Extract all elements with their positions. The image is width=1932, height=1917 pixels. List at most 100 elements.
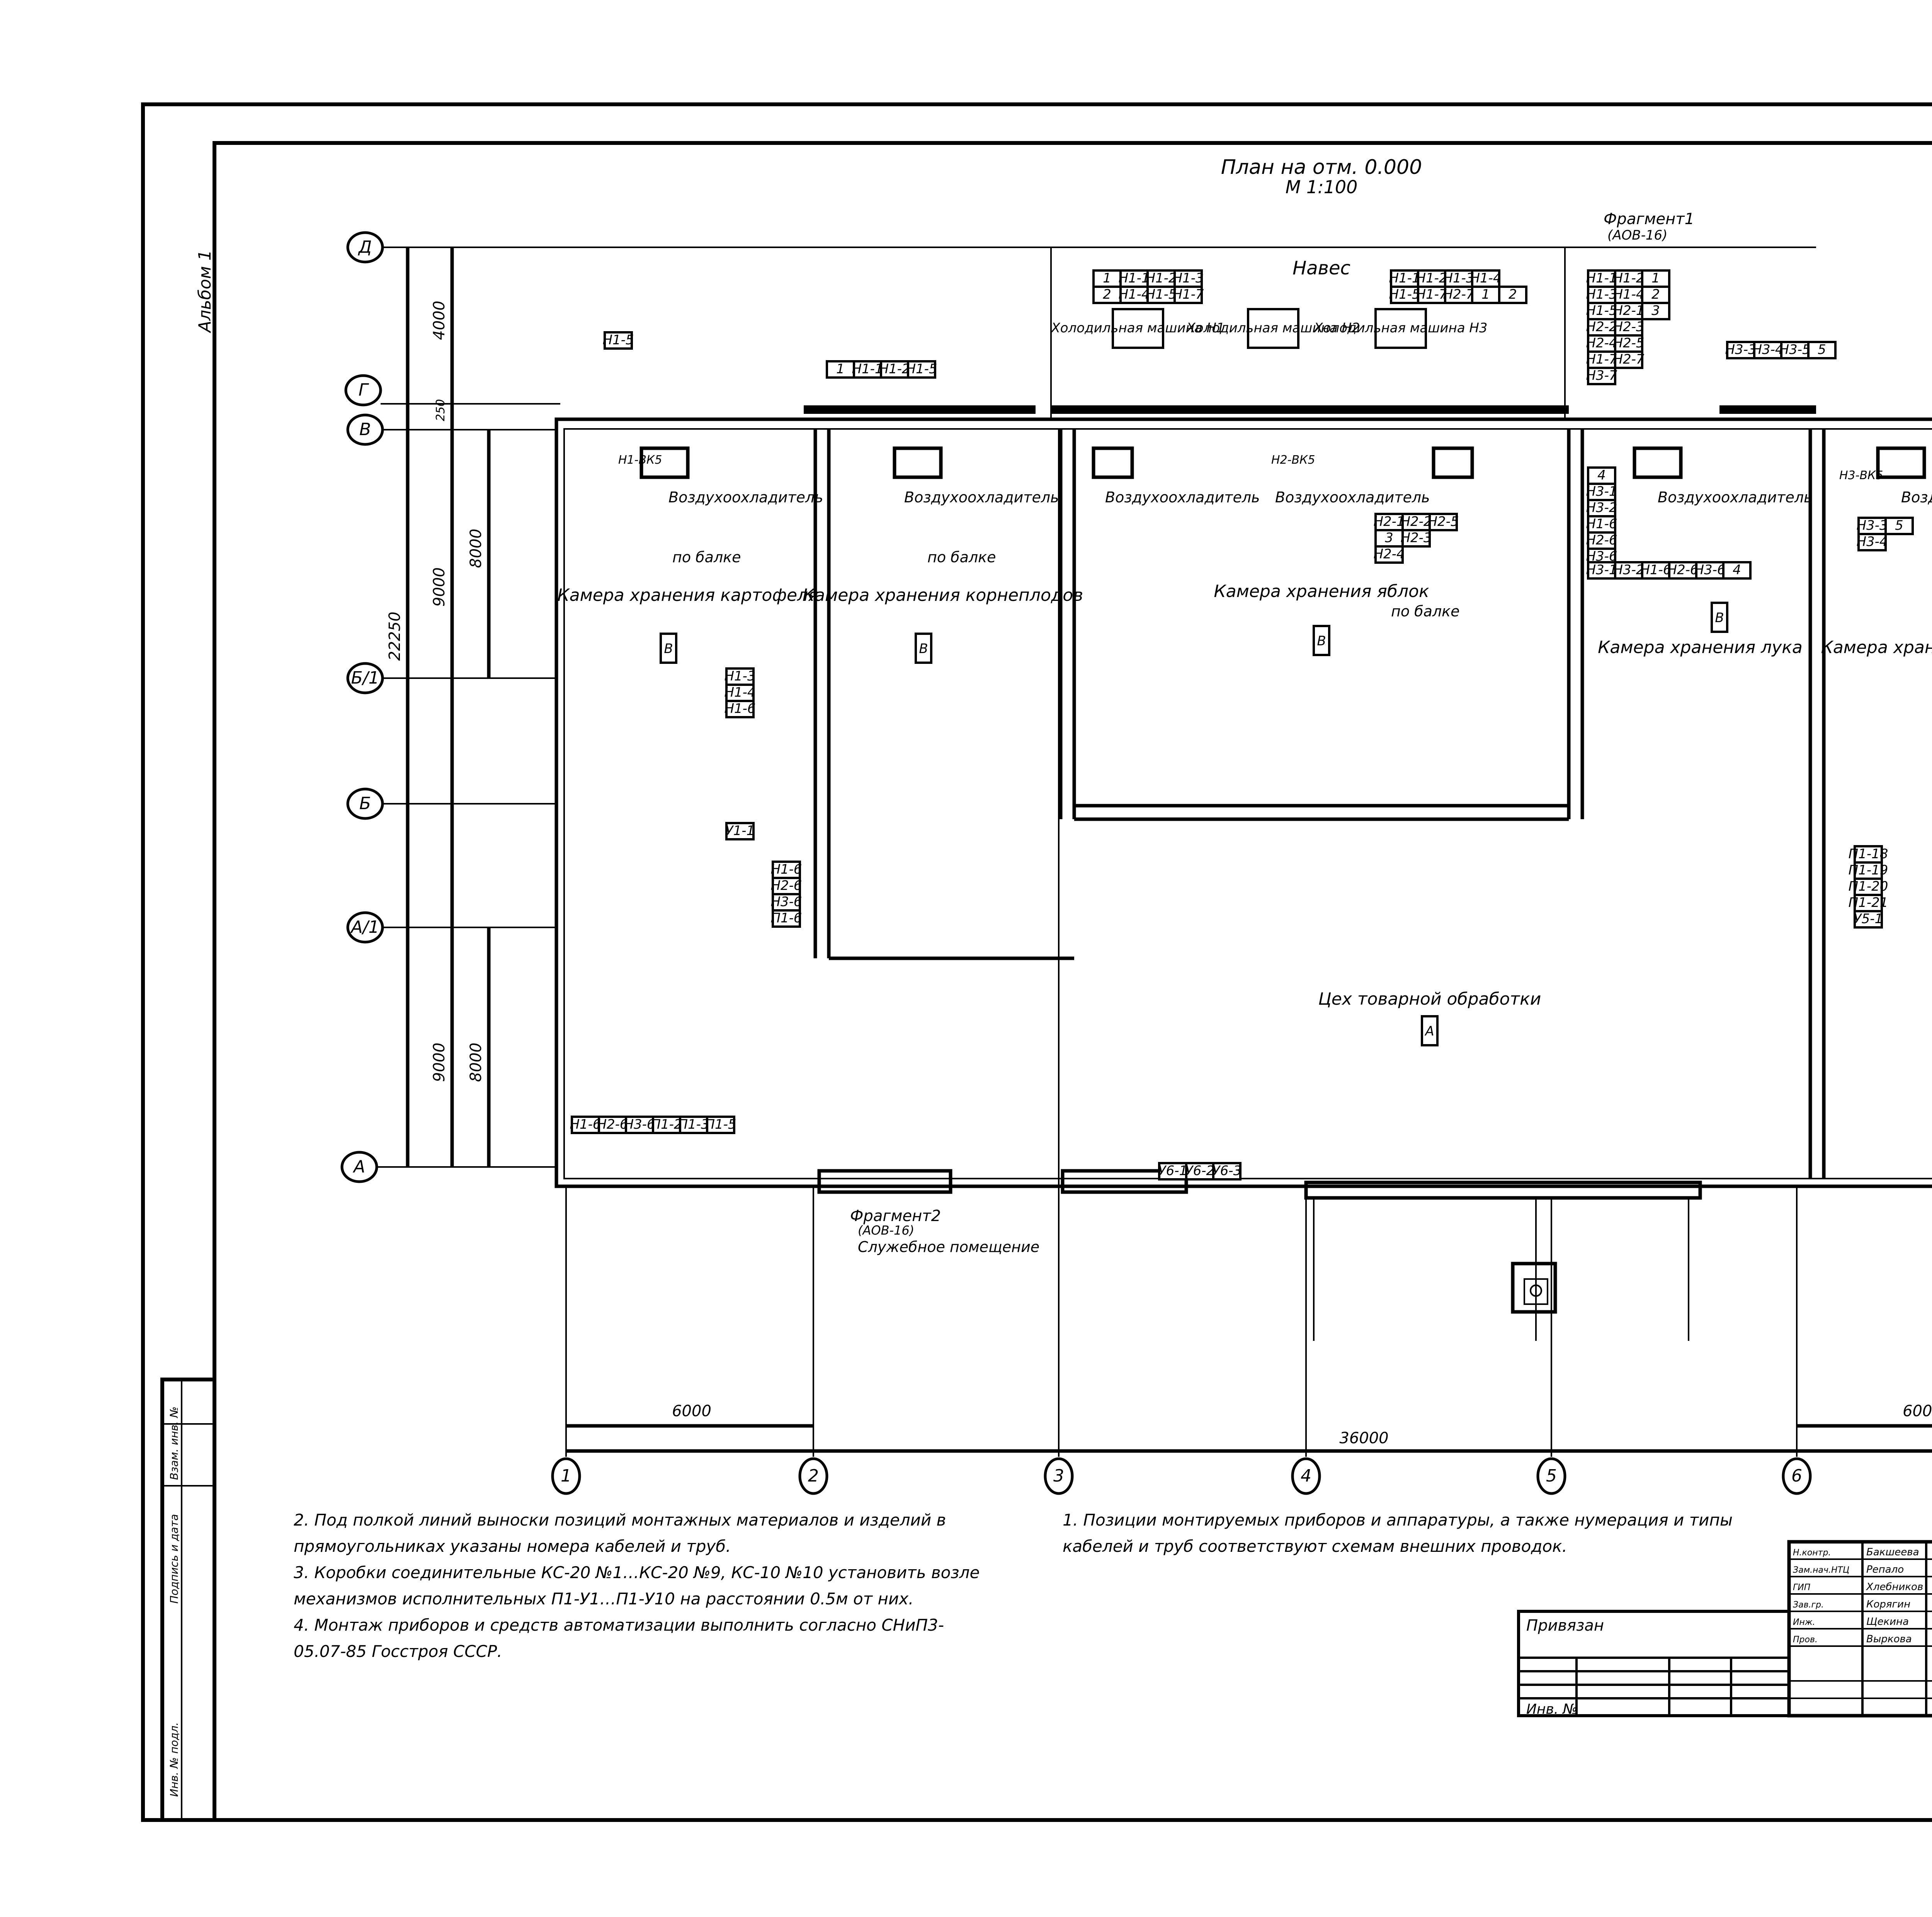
svg-text:5: 5 [1818,342,1826,357]
svg-text:3: 3 [1385,530,1393,546]
svg-text:Н1-6: Н1-6 [724,701,755,716]
fragment-labels: Фрагмент1 (АОВ-16) Фрагмент2 (АОВ-16) Сл… [850,210,1694,1255]
svg-text:по балке: по балке [672,549,741,566]
cable-tag: Н3-3 [1725,341,1757,359]
svg-text:2: 2 [1509,287,1517,302]
svg-text:2: 2 [1103,287,1111,302]
svg-text:Воздухоохладитель: Воздухоохладитель [1658,489,1813,506]
cable-tag: Н2-5 [1427,513,1459,531]
svg-text:Н1-2: Н1-2 [1613,270,1644,286]
svg-text:А: А [1424,1024,1434,1039]
svg-text:(АОВ-16): (АОВ-16) [1607,228,1667,243]
svg-text:В: В [1715,610,1724,626]
svg-text:В: В [359,420,371,439]
cable-tag: Н3-6 [770,893,802,912]
signature-name: Репало [1866,1564,1904,1575]
cable-tag: 3 [1641,302,1670,320]
svg-text:В: В [919,641,928,657]
axis-col-2: 2 [798,1186,828,1495]
svg-text:Н1-5: Н1-5 [906,361,937,377]
signature-name: Выркова [1866,1633,1912,1645]
svg-text:Н1-6: Н1-6 [570,1117,601,1132]
cable-tag: Н3-2 [1586,499,1617,517]
svg-text:Н1-4: Н1-4 [724,685,755,700]
cable-tag: П1-2 [651,1116,682,1134]
svg-text:1: 1 [561,1466,571,1486]
svg-text:Н2-6: Н2-6 [1586,532,1617,548]
svg-text:П1-18: П1-18 [1849,846,1888,862]
air-cooler-unit [893,446,943,479]
notes-left: 2. Под полкой линий выноски позиций монт… [294,1510,980,1661]
svg-text:5: 5 [1546,1466,1557,1486]
building-plan [554,247,1932,1341]
svg-text:Н1-1: Н1-1 [1586,270,1617,286]
svg-text:1: 1 [1651,270,1660,286]
cable-tag: Н3-1 [1586,561,1617,580]
svg-text:1: 1 [1103,270,1111,286]
notes-right: 1. Позиции монтируемых приборов и аппара… [1063,1510,1733,1556]
note-3: 3. Коробки соединительные КС-20 №1…КС-20… [294,1563,980,1608]
svg-text:Холодильная машина Н3: Холодильная машина Н3 [1313,320,1487,336]
cable-tag: Н3-4 [1856,533,1888,551]
cable-tag: Н2-6 [1667,561,1699,580]
svg-text:П1-20: П1-20 [1849,879,1888,894]
cable-tag: П1-6 [770,909,802,928]
svg-text:П1-6: П1-6 [770,910,802,926]
svg-text:Н1-6: Н1-6 [1640,562,1671,578]
signature-role: Пров. [1793,1635,1818,1645]
svg-text:Фрагмент2: Фрагмент2 [850,1207,941,1225]
cable-tag: Н1-2 [1145,269,1177,288]
cable-tag: Н1-3 [1172,269,1204,288]
cable-tag: Н2-1 [1373,513,1405,531]
svg-text:Н3-ВК5: Н3-ВК5 [1839,469,1883,482]
cable-tag: Н3-3 [1856,517,1888,535]
svg-text:4: 4 [1733,562,1741,578]
svg-text:Н1-6: Н1-6 [770,862,802,877]
svg-text:Н1-1: Н1-1 [852,361,883,377]
svg-text:А/1: А/1 [350,917,379,937]
cable-tag: 2 [1498,286,1527,304]
plan-title: План на отм. 0.000 [1221,156,1422,179]
side-stamp: Инв. № подл. Подпись и дата Взам. инв. № [160,1378,216,1822]
cable-tag: Н1-4 [724,684,756,702]
cable-tag: Н2-4 [1586,334,1617,353]
plan-scale: М 1:100 [1286,177,1358,197]
svg-text:Н2-2: Н2-2 [1400,514,1432,529]
cable-tag: 1 [1092,269,1122,288]
svg-text:Н1-1: Н1-1 [1118,270,1150,286]
cable-tag: Н1-5 [906,360,937,379]
svg-text:Н2-4: Н2-4 [1586,335,1617,351]
svg-text:Б: Б [359,794,371,813]
svg-text:Н1-7: Н1-7 [1416,287,1447,302]
svg-text:Н2-1: Н2-1 [1613,303,1644,318]
svg-text:Н1-5: Н1-5 [1389,287,1420,302]
cable-tag: Н2-3 [1613,318,1645,337]
cable-tag: Н1-7 [1416,286,1447,304]
svg-text:П1-19: П1-19 [1849,862,1888,878]
svg-text:22250: 22250 [386,612,404,661]
cable-tag: Н1-5 [1145,286,1177,304]
svg-text:Н1-2: Н1-2 [1145,270,1177,286]
svg-text:У6-3: У6-3 [1212,1163,1242,1179]
svg-text:Н3-1: Н3-1 [1586,484,1617,499]
cable-tag: Н1-2 [1416,269,1447,288]
svg-text:3: 3 [1053,1466,1064,1486]
svg-text:У1-1: У1-1 [725,823,755,839]
svg-text:по балке: по балке [1391,603,1460,620]
svg-text:4: 4 [1597,468,1606,483]
signature-role: ГИП [1793,1583,1810,1592]
svg-text:Н2-3: Н2-3 [1400,530,1432,546]
cable-tag: 5 [1884,517,1914,535]
svg-text:Н3-7: Н3-7 [1586,368,1617,383]
cable-tag: Н1-1 [1389,269,1420,288]
room-onion: Камера хранения лука [1598,638,1803,657]
axis-V: В [346,413,556,446]
room-apples: Камера хранения яблок [1214,582,1429,601]
cable-tag: Н2-1 [1613,302,1645,320]
cable-tag: Н3-6 [624,1116,655,1134]
canopy-label: Навес [1293,257,1350,279]
cable-tag: У5-1 [1854,910,1883,929]
album-label: Альбом 1 [195,250,215,333]
svg-text:Н1-1: Н1-1 [1389,270,1420,286]
signature-name: Щекина [1866,1616,1909,1628]
